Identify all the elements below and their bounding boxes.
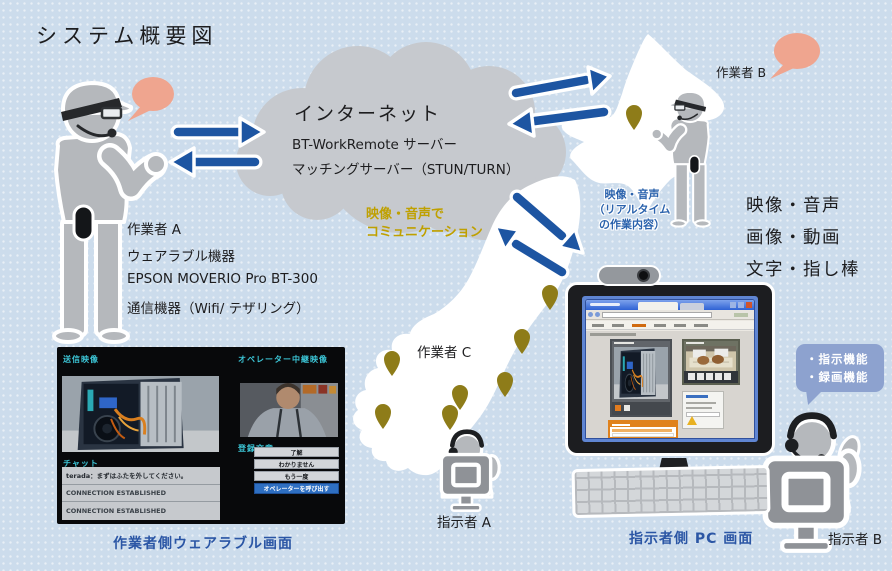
media-item-text-pointer: 文字・指し棒 <box>746 260 860 280</box>
chat-message: terada：まずはふたを外してください。 <box>62 467 220 485</box>
media-item-image-movie: 画像・動画 <box>746 228 841 248</box>
web-panel-status <box>682 391 724 429</box>
web-panel-worker-video <box>610 339 672 417</box>
chat-log: terada：まずはふたを外してください。 CONNECTION ESTABLI… <box>62 467 220 520</box>
call-operator-button[interactable]: オペレーターを呼び出す <box>254 483 339 494</box>
webcam <box>597 265 661 286</box>
page-title: システム概要図 <box>36 24 218 48</box>
browser-menubar <box>586 321 754 330</box>
browser-content <box>586 331 754 438</box>
wearable-caption: 作業者側ウェアラブル画面 <box>113 536 293 552</box>
worker-a-equip3: 通信機器（Wifi/ テザリング） <box>127 301 310 317</box>
media-item-video-audio: 映像・音声 <box>746 196 841 216</box>
speech-bubble-worker-b <box>770 33 820 79</box>
wearable-screen: 送信映像 チャット terada：まずはふたを外してください。 CONNECTI… <box>57 347 345 524</box>
send-video-label: 送信映像 <box>63 355 99 364</box>
warning-icon <box>687 416 697 425</box>
web-panel-operator-video <box>682 339 740 385</box>
worker-a-equip1: ウェアラブル機器 <box>127 249 235 265</box>
chat-message: CONNECTION ESTABLISHED <box>62 485 220 503</box>
cloud-server1-label: BT-WorkRemote サーバー <box>292 137 458 153</box>
browser-minimize-icon <box>730 302 736 308</box>
browser-close-icon <box>746 302 752 308</box>
address-input <box>602 312 712 318</box>
instructor-b-label: 指示者 B <box>828 532 883 548</box>
worker-a-label: 作業者 A <box>127 222 182 238</box>
preset-button-dont-understand[interactable]: わかりません <box>254 459 339 469</box>
browser-titlebar <box>586 300 754 310</box>
relay-video-label: オペレーター中継映像 <box>238 355 328 364</box>
preset-button-once-more[interactable]: もう一度 <box>254 471 339 481</box>
worker-c-label: 作業者 C <box>417 345 472 361</box>
instructor-a-label: 指示者 A <box>437 515 492 531</box>
send-video-photo <box>62 376 219 452</box>
browser-window <box>585 299 755 439</box>
cloud-internet-label: インターネット <box>294 103 442 125</box>
web-icon-snapshot <box>624 405 630 411</box>
web-tool-icon-4 <box>715 373 722 380</box>
web-chat-input <box>612 433 674 437</box>
browser-addressbar <box>586 310 754 320</box>
web-tool-icon-5 <box>724 373 731 380</box>
chat-message: CONNECTION ESTABLISHED <box>66 506 167 515</box>
preset-button-ok[interactable]: 了解 <box>254 447 339 457</box>
internet-cloud-shape <box>236 42 566 240</box>
keyboard <box>571 464 771 519</box>
webcam-lens-icon <box>637 268 650 282</box>
speech-bubble-worker-a <box>128 77 174 121</box>
pc-screen-caption: 指示者側 PC 画面 <box>629 531 754 547</box>
realtime-note: 映像・音声 （リアルタイム の作業内容） <box>593 188 671 231</box>
function-badge: ・指示機能 ・録画機能 <box>796 344 884 392</box>
cloud-server2-label: マッチングサーバー（STUN/TURN） <box>292 162 520 178</box>
browser-tab <box>638 302 678 310</box>
preset-buttons: 了解 わかりません もう一度 オペレーターを呼び出す <box>254 447 339 494</box>
instructor-b-figure <box>765 416 863 551</box>
worker-a-equip2: EPSON MOVERIO Pro BT-300 <box>127 271 318 287</box>
comm-note: 映像・音声で コミュニケーション <box>366 207 483 240</box>
worker-b-label: 作業者 B <box>716 65 767 80</box>
chat-label: チャット <box>63 459 99 468</box>
web-tool-icon-3 <box>706 373 713 380</box>
web-icon-capture <box>615 405 621 411</box>
web-tool-icon-1 <box>688 373 695 380</box>
web-tool-icon-2 <box>697 373 704 380</box>
browser-maximize-icon <box>738 302 744 308</box>
web-panel-chat <box>608 420 678 438</box>
arrows-worker-a-cloud <box>168 116 266 178</box>
arrows-cloud-worker-b <box>507 65 612 138</box>
operator-photo <box>240 383 338 437</box>
arrows-cloud-pc <box>493 189 585 280</box>
pc-monitor-screen <box>582 296 758 442</box>
